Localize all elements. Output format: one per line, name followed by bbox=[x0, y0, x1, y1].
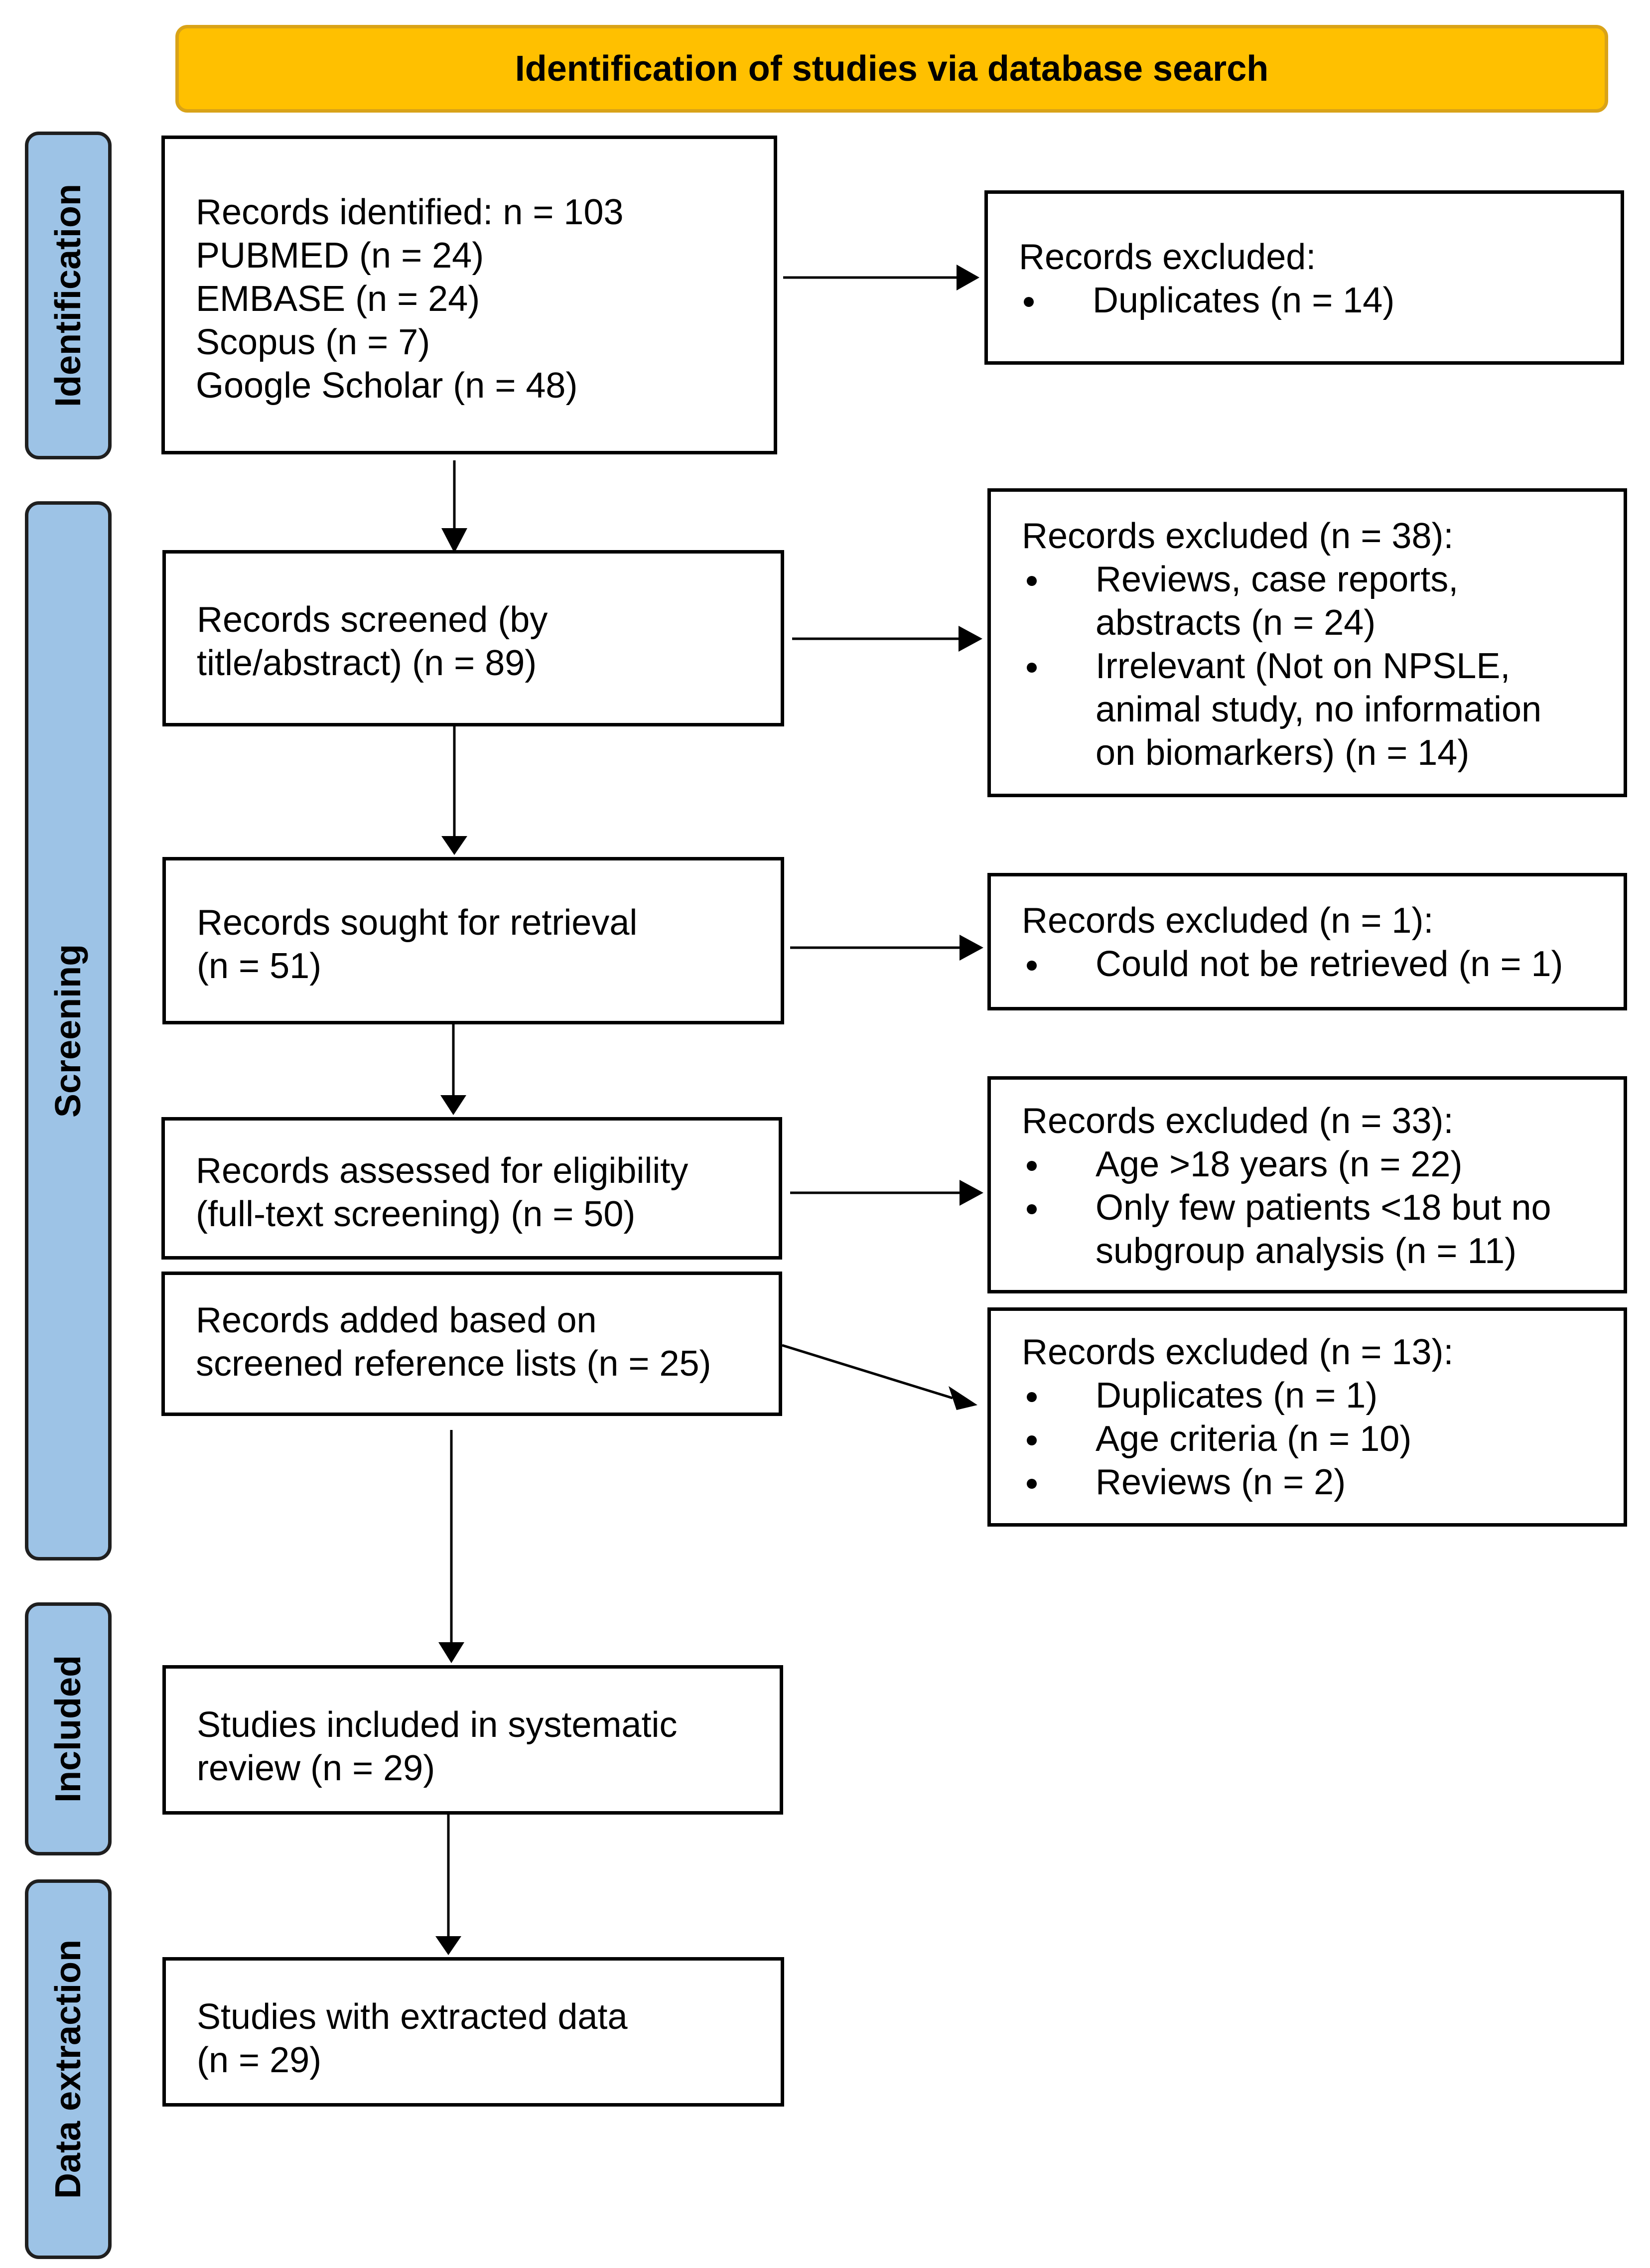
excluded-eligibility-item-2-line-1: Only few patients <18 but no bbox=[1096, 1188, 1551, 1228]
excluded-retrieval-title: Records excluded (n = 1): bbox=[1022, 901, 1434, 941]
excluded-added-item: Duplicates (n = 1) bbox=[1022, 1374, 1604, 1418]
studies-included-box: Studies included in systematic review (n… bbox=[162, 1665, 783, 1815]
excluded-added-item-3-text: Reviews (n = 2) bbox=[1096, 1462, 1346, 1502]
excluded-retrieval-item-text: Could not be retrieved (n = 1) bbox=[1096, 944, 1563, 984]
excluded-retrieval-box: Records excluded (n = 1): Could not be r… bbox=[987, 873, 1627, 1010]
excluded-identification-item-text: Duplicates (n = 14) bbox=[1093, 281, 1395, 320]
studies-extracted-line-2: (n = 29) bbox=[197, 2040, 322, 2080]
excluded-screening-item: Reviews, case reports, abstracts (n = 24… bbox=[1022, 558, 1604, 645]
records-retrieval-line-1: Records sought for retrieval bbox=[197, 903, 638, 943]
records-identified-box: Records identified: n = 103 PUBMED (n = … bbox=[161, 136, 777, 454]
excluded-added-item: Age criteria (n = 10) bbox=[1022, 1418, 1604, 1461]
arrowhead bbox=[949, 1386, 977, 1410]
excluded-identification-title: Records excluded: bbox=[1019, 237, 1316, 277]
records-added-box: Records added based on screened referenc… bbox=[161, 1272, 782, 1416]
excluded-screening-box: Records excluded (n = 38): Reviews, case… bbox=[987, 488, 1627, 797]
banner-title: Identification of studies via database s… bbox=[515, 49, 1269, 89]
header-banner: Identification of studies via database s… bbox=[175, 25, 1608, 113]
arrowhead bbox=[441, 528, 467, 553]
studies-extracted-line-1: Studies with extracted data bbox=[197, 1997, 628, 2037]
arrowhead bbox=[438, 1642, 464, 1663]
stage-identification-label: Identification bbox=[48, 184, 88, 407]
excluded-identification-item: Duplicates (n = 14) bbox=[1019, 279, 1601, 322]
excluded-added-item-1-text: Duplicates (n = 1) bbox=[1096, 1376, 1378, 1416]
excluded-eligibility-item-1-text: Age >18 years (n = 22) bbox=[1096, 1144, 1463, 1184]
stage-data-extraction: Data extraction bbox=[25, 1879, 112, 2259]
excluded-screening-item-2-line-1: Irrelevant (Not on NPSLE, bbox=[1096, 646, 1511, 686]
studies-extracted-box: Studies with extracted data (n = 29) bbox=[162, 1957, 784, 2107]
arrowhead bbox=[435, 1936, 461, 1955]
excluded-identification-box: Records excluded: Duplicates (n = 14) bbox=[984, 190, 1624, 365]
excluded-eligibility-box: Records excluded (n = 33): Age >18 years… bbox=[987, 1076, 1627, 1293]
arrowhead bbox=[440, 1095, 466, 1115]
arrow-to-excluded-added bbox=[782, 1344, 953, 1400]
records-added-line-2: screened reference lists (n = 25) bbox=[196, 1344, 711, 1384]
excluded-eligibility-item-2-line-2: subgroup analysis (n = 11) bbox=[1096, 1231, 1517, 1271]
arrowhead bbox=[441, 836, 467, 855]
stage-screening-label: Screening bbox=[48, 944, 88, 1118]
excluded-added-box: Records excluded (n = 13): Duplicates (n… bbox=[987, 1307, 1627, 1527]
records-eligibility-box: Records assessed for eligibility (full-t… bbox=[161, 1117, 782, 1260]
arrowhead bbox=[957, 265, 979, 290]
stage-included-label: Included bbox=[48, 1655, 88, 1803]
stage-included: Included bbox=[25, 1602, 112, 1855]
arrowhead bbox=[959, 626, 982, 652]
excluded-screening-title: Records excluded (n = 38): bbox=[1022, 516, 1454, 556]
arrowhead bbox=[960, 935, 983, 961]
records-identified-embase: EMBASE (n = 24) bbox=[196, 279, 480, 319]
records-identified-total: Records identified: n = 103 bbox=[196, 192, 624, 232]
arrowhead bbox=[960, 1180, 983, 1206]
excluded-added-item: Reviews (n = 2) bbox=[1022, 1461, 1604, 1504]
records-eligibility-line-2: (full-text screening) (n = 50) bbox=[196, 1194, 636, 1234]
records-retrieval-line-2: (n = 51) bbox=[197, 946, 322, 986]
excluded-eligibility-item: Age >18 years (n = 22) bbox=[1022, 1143, 1604, 1186]
stage-identification: Identification bbox=[25, 132, 112, 459]
records-added-line-1: Records added based on bbox=[196, 1300, 597, 1340]
stage-data-extraction-label: Data extraction bbox=[48, 1939, 88, 2199]
studies-included-line-1: Studies included in systematic bbox=[197, 1705, 678, 1745]
records-identified-pubmed: PUBMED (n = 24) bbox=[196, 236, 484, 276]
excluded-screening-item: Irrelevant (Not on NPSLE, animal study, … bbox=[1022, 645, 1604, 775]
excluded-eligibility-title: Records excluded (n = 33): bbox=[1022, 1101, 1454, 1141]
excluded-added-item-2-text: Age criteria (n = 10) bbox=[1096, 1419, 1412, 1459]
excluded-screening-item-1-line-2: abstracts (n = 24) bbox=[1096, 603, 1376, 643]
excluded-screening-item-2-line-2: animal study, no information bbox=[1096, 690, 1542, 729]
studies-included-line-2: review (n = 29) bbox=[197, 1748, 435, 1788]
records-screened-line-2: title/abstract) (n = 89) bbox=[197, 643, 537, 683]
excluded-screening-item-1-line-1: Reviews, case reports, bbox=[1096, 560, 1459, 599]
excluded-retrieval-item: Could not be retrieved (n = 1) bbox=[1022, 943, 1604, 986]
records-identified-scopus: Scopus (n = 7) bbox=[196, 322, 430, 362]
records-screened-line-1: Records screened (by bbox=[197, 600, 548, 640]
records-screened-box: Records screened (by title/abstract) (n … bbox=[162, 550, 784, 726]
excluded-screening-item-2-line-3: on biomarkers) (n = 14) bbox=[1096, 733, 1470, 773]
excluded-added-title: Records excluded (n = 13): bbox=[1022, 1332, 1454, 1372]
records-eligibility-line-1: Records assessed for eligibility bbox=[196, 1151, 688, 1191]
excluded-eligibility-item: Only few patients <18 but no subgroup an… bbox=[1022, 1186, 1604, 1273]
records-retrieval-box: Records sought for retrieval (n = 51) bbox=[162, 857, 784, 1024]
stage-screening: Screening bbox=[25, 501, 112, 1560]
records-identified-google-scholar: Google Scholar (n = 48) bbox=[196, 366, 578, 406]
